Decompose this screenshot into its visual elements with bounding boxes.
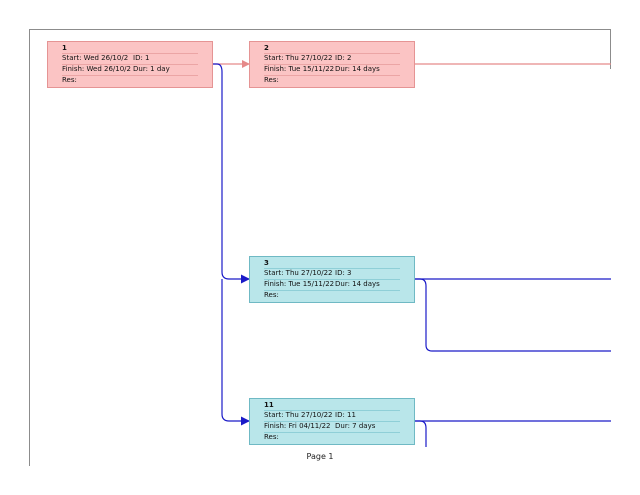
- task-id: 2: [264, 44, 269, 52]
- task-start: Start: Thu 27/10/22: [264, 269, 333, 277]
- task-finish-row: Finish: Tue 15/11/22 Dur: 14 days: [264, 279, 400, 289]
- task-finish: Finish: Wed 26/10/2: [62, 65, 131, 73]
- task-finish: Finish: Fri 04/11/22: [264, 422, 331, 430]
- link-11-out-b: [415, 420, 427, 447]
- task-node-3[interactable]: 3 Start: Thu 27/10/22 ID: 3 Finish: Tue …: [249, 256, 415, 303]
- task-start: Start: Thu 27/10/22: [264, 411, 333, 419]
- task-id-label: ID: 1: [133, 54, 150, 62]
- link-1-to-3: [213, 63, 250, 284]
- task-duration: Dur: 1 day: [133, 65, 170, 73]
- task-id: 3: [264, 259, 269, 267]
- task-node-1[interactable]: 1 Start: Wed 26/10/2 ID: 1 Finish: Wed 2…: [47, 41, 213, 88]
- task-resource-row: Res:: [62, 75, 198, 85]
- task-id: 1: [62, 44, 67, 52]
- page-border: [29, 29, 611, 466]
- task-finish: Finish: Tue 15/11/22: [264, 280, 335, 288]
- task-finish-row: Finish: Fri 04/11/22 Dur: 7 days: [264, 421, 400, 431]
- task-start: Start: Wed 26/10/2: [62, 54, 129, 62]
- task-finish-row: Finish: Wed 26/10/2 Dur: 1 day: [62, 64, 198, 74]
- task-node-2[interactable]: 2 Start: Thu 27/10/22 ID: 2 Finish: Tue …: [249, 41, 415, 88]
- task-resource: Res:: [62, 76, 77, 84]
- task-duration: Dur: 14 days: [335, 280, 380, 288]
- task-finish: Finish: Tue 15/11/22: [264, 65, 335, 73]
- link-1-to-11: [221, 279, 250, 426]
- page-number: Page 1: [306, 452, 334, 461]
- link-3-out-b: [415, 278, 611, 352]
- task-resource: Res:: [264, 291, 279, 299]
- task-start-row: Start: Wed 26/10/2 ID: 1: [62, 53, 198, 63]
- task-resource-row: Res:: [264, 290, 400, 300]
- task-resource-row: Res:: [264, 432, 400, 442]
- task-id-label: ID: 3: [335, 269, 352, 277]
- task-id-label: ID: 11: [335, 411, 356, 419]
- task-start-row: Start: Thu 27/10/22 ID: 3: [264, 268, 400, 278]
- task-finish-row: Finish: Tue 15/11/22 Dur: 14 days: [264, 64, 400, 74]
- task-resource-row: Res:: [264, 75, 400, 85]
- task-duration: Dur: 7 days: [335, 422, 376, 430]
- task-start-row: Start: Thu 27/10/22 ID: 2: [264, 53, 400, 63]
- task-node-11[interactable]: 11 Start: Thu 27/10/22 ID: 11 Finish: Fr…: [249, 398, 415, 445]
- page-edge: [610, 29, 611, 69]
- task-resource: Res:: [264, 433, 279, 441]
- task-id-label: ID: 2: [335, 54, 352, 62]
- task-resource: Res:: [264, 76, 279, 84]
- task-id: 11: [264, 401, 274, 409]
- task-start: Start: Thu 27/10/22: [264, 54, 333, 62]
- task-duration: Dur: 14 days: [335, 65, 380, 73]
- task-start-row: Start: Thu 27/10/22 ID: 11: [264, 410, 400, 420]
